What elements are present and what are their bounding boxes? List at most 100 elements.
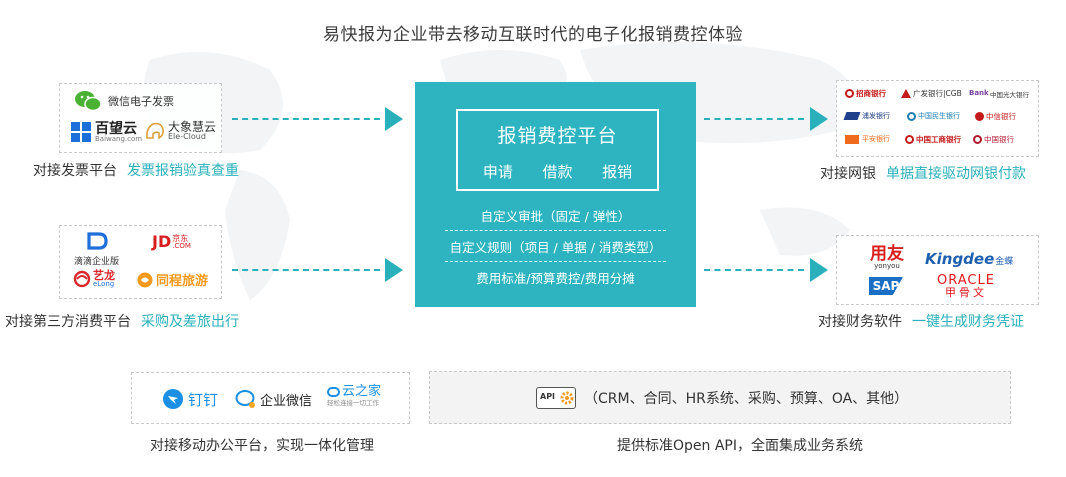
yunzhijia-text: 云之家 — [342, 384, 382, 399]
invoice-caption: 对接发票平台发票报销验真查重 — [33, 160, 239, 180]
invoice-label: 对接发票平台 — [33, 163, 117, 179]
bank-spdb-text: 浦发银行 — [862, 112, 890, 120]
kingdee-cn-text: 金蝶 — [995, 257, 1014, 267]
tongcheng-logo: 同程旅游 — [136, 270, 208, 289]
sap-logo: SAP — [869, 277, 903, 295]
mobile-logos-box: 钉钉 企业微信 云之家 轻松连接一切工作 — [131, 372, 410, 424]
mobile-caption: 对接移动办公平台，实现一体化管理 — [150, 438, 374, 454]
bank-cmb-text: 招商银行 — [856, 89, 886, 98]
feature-approval: 自定义审批（固定 / 弹性） — [480, 209, 631, 224]
dingtalk-text: 钉钉 — [188, 390, 219, 409]
icbc-icon — [905, 135, 914, 144]
api-box: API （CRM、合同、HR系统、采购、预算、OA、其他） — [429, 371, 1011, 424]
finance-logos-box: 用友 yonyou Kingdee 金蝶 SAP ORACLE 甲骨文 — [836, 235, 1039, 305]
finance-arrow-icon — [810, 258, 828, 282]
baiwang-text: 百望云 — [95, 120, 137, 137]
feature-divider — [445, 230, 666, 231]
finance-connector — [704, 269, 804, 271]
feature-divider — [445, 261, 666, 262]
cmbc-icon — [907, 111, 916, 121]
wechat-invoice-logo: 微信电子发票 — [74, 89, 174, 113]
elong-icon — [73, 270, 91, 288]
api-caption: 提供标准Open API，全面集成业务系统 — [617, 438, 863, 454]
dingtalk-icon — [163, 389, 183, 409]
action-apply: 申请 — [482, 163, 513, 181]
api-badge-text: API — [540, 392, 556, 401]
bank-logos-box: 招商银行 广发银行|CGB Bank 中国光大银行 浦发银行 中国民生银行 中信… — [836, 80, 1039, 157]
boc-icon — [973, 135, 982, 144]
pingan-icon — [845, 134, 859, 144]
bank-logo-cgb: 广发银行|CGB — [901, 88, 962, 99]
wework-text: 企业微信 — [260, 393, 313, 409]
bank-logo-spdb: 浦发银行 — [843, 111, 890, 121]
consumer-connector — [232, 269, 380, 271]
invoice-logos-box: 微信电子发票 百望云 Baiwang.com 大象慧云 Ele-Cloud — [59, 83, 222, 153]
didi-logo — [86, 232, 108, 254]
bank-label: 对接网银 — [820, 166, 876, 182]
bank-cmbc-text: 中国民生银行 — [918, 112, 960, 120]
page-title: 易快报为企业带去移动互联时代的电子化报销费控体验 — [323, 25, 743, 45]
yunzhijia-subtext: 轻松连接一切工作 — [327, 399, 379, 407]
bank-logo-icbc: 中国工商银行 — [905, 134, 961, 145]
bank-logo-cmb: 招商银行 — [845, 88, 886, 99]
citic-icon — [975, 112, 984, 121]
platform-core-box: 报销费控平台 申请 借款 报销 — [456, 109, 659, 191]
bank-boc-text: 中国银行 — [984, 135, 1014, 144]
didi-subtext: 滴滴企业版 — [74, 257, 120, 267]
consumer-caption: 对接第三方消费平台采购及差旅出行 — [5, 311, 239, 331]
api-icon: API — [536, 387, 576, 409]
feature-rules: 自定义规则（项目 / 单据 / 消费类型） — [449, 240, 662, 255]
invoice-highlight: 发票报销验真查重 — [127, 163, 239, 179]
oracle-cn-text: 甲骨文 — [944, 286, 987, 299]
finance-highlight: 一键生成财务凭证 — [912, 314, 1024, 330]
action-reimburse: 报销 — [602, 163, 633, 181]
kingdee-logo: Kingdee 金蝶 — [925, 250, 1013, 268]
wechat-icon — [75, 91, 102, 112]
invoice-connector — [232, 118, 380, 120]
elephant-subtext: Ele-Cloud — [168, 132, 206, 141]
bank-ceb-icon: Bank — [969, 89, 989, 97]
cgb-icon — [901, 89, 911, 98]
platform-actions: 申请 借款 报销 — [458, 161, 657, 182]
tongcheng-icon — [137, 272, 153, 287]
bank-icbc-text: 中国工商银行 — [916, 135, 961, 144]
yonyou-subtext: yonyou — [874, 262, 900, 270]
action-loan: 借款 — [542, 163, 573, 181]
bank-connector — [704, 118, 804, 120]
consumer-highlight: 采购及差旅出行 — [141, 314, 239, 330]
invoice-arrow-icon — [385, 107, 403, 131]
yunzhijia-logo: 云之家 轻松连接一切工作 — [327, 385, 381, 407]
finance-label: 对接财务软件 — [818, 314, 902, 330]
platform-title: 报销费控平台 — [497, 125, 618, 147]
cmb-icon — [845, 89, 854, 98]
didi-icon — [87, 232, 108, 250]
api-systems-text: （CRM、合同、HR系统、采购、预算、OA、其他） — [584, 391, 909, 407]
finance-caption: 对接财务软件一键生成财务凭证 — [818, 311, 1024, 331]
baiwang-subtext: Baiwang.com — [95, 134, 143, 143]
consumer-arrow-icon — [385, 258, 403, 282]
elephant-cloud-logo: 大象慧云 Ele-Cloud — [144, 120, 216, 142]
dingtalk-logo: 钉钉 — [162, 388, 218, 410]
jd-logo: JD 京东 .COM — [152, 234, 191, 250]
bank-caption: 对接网银单据直接驱动网银付款 — [820, 163, 1026, 183]
consumer-label: 对接第三方消费平台 — [5, 314, 131, 330]
baiwang-icon — [71, 122, 91, 142]
bank-logo-cmbc: 中国民生银行 — [907, 111, 960, 121]
yonyou-text: 用友 — [870, 244, 904, 264]
bank-cgb-text: 广发银行|CGB — [913, 89, 962, 98]
jd-com-text: .COM — [172, 241, 191, 250]
bank-citic-text: 中信银行 — [986, 112, 1016, 121]
gear-icon — [560, 391, 574, 405]
wework-logo: 企业微信 — [235, 389, 312, 409]
elong-subtext: eLong — [93, 280, 115, 288]
elong-logo: 艺龙 eLong — [73, 270, 115, 288]
yunzhijia-icon — [327, 386, 340, 397]
elong-text: 艺龙 — [93, 269, 115, 282]
bank-logo-pingan: 平安银行 — [845, 134, 890, 144]
baiwang-logo: 百望云 Baiwang.com — [70, 121, 142, 143]
consumer-logos-box: 滴滴企业版 JD 京东 .COM 艺龙 eLong 同程旅游 — [59, 225, 222, 299]
expense-platform-box: 报销费控平台 申请 借款 报销 自定义审批（固定 / 弹性） 自定义规则（项目 … — [415, 82, 696, 307]
bank-arrow-icon — [810, 107, 828, 131]
yonyou-logo: 用友 yonyou — [870, 246, 904, 270]
tongcheng-text: 同程旅游 — [156, 274, 209, 289]
